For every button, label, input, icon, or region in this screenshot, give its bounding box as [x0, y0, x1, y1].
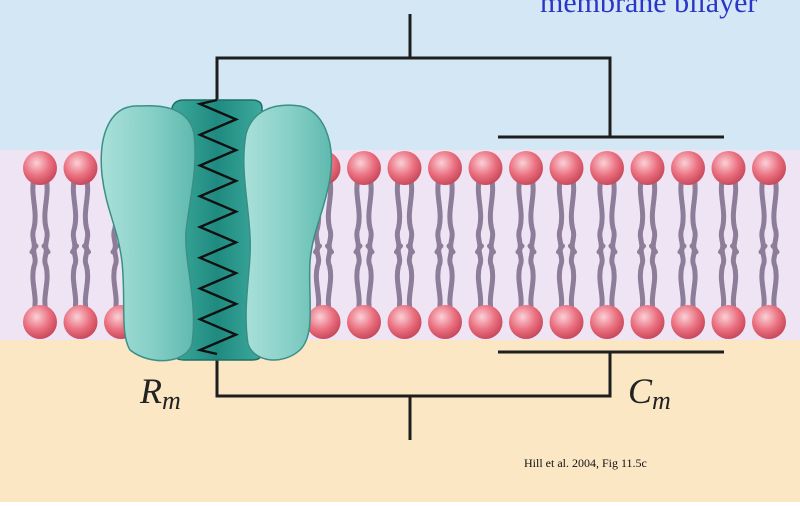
lipid-tail: [478, 246, 481, 312]
lipid-tail: [571, 246, 574, 312]
lipid-tail: [640, 246, 643, 312]
figure-caption: membrane bilayer: [540, 0, 757, 20]
lipid-head: [590, 151, 624, 185]
lipid-head: [64, 305, 98, 339]
lipid-head: [550, 151, 584, 185]
lipid-head: [347, 151, 381, 185]
resistance-subscript: m: [162, 386, 181, 415]
lipid-tail: [652, 246, 655, 312]
lipid-head: [752, 305, 786, 339]
lipid-tail: [773, 246, 776, 312]
lipid-tail: [559, 246, 562, 312]
lipid-head: [712, 305, 746, 339]
lipid-tail: [490, 246, 493, 312]
lipid-tail: [733, 246, 736, 312]
lipid-tail: [519, 246, 522, 312]
lipid-head: [23, 151, 57, 185]
lipid-head: [509, 151, 543, 185]
lipid-head: [469, 305, 503, 339]
lipid-tail: [611, 246, 614, 312]
lipid-tail: [85, 246, 88, 312]
lipid-tail: [316, 246, 319, 312]
lipid-head: [23, 305, 57, 339]
lipid-tail: [397, 246, 400, 312]
lipid-head: [631, 151, 665, 185]
lipid-head: [347, 305, 381, 339]
lipid-tail: [449, 246, 452, 312]
lipid-head: [469, 151, 503, 185]
resistance-symbol: R: [140, 371, 162, 411]
lipid-tail: [692, 246, 695, 312]
capacitance-label: Cm: [628, 370, 671, 416]
lipid-tail: [530, 246, 533, 312]
lipid-tail: [681, 246, 684, 312]
capacitance-symbol: C: [628, 371, 652, 411]
intracellular-region: [0, 340, 800, 502]
lipid-tail: [762, 246, 765, 312]
lipid-tail: [721, 246, 724, 312]
lipid-tail: [44, 246, 47, 312]
capacitance-subscript: m: [652, 386, 671, 415]
lipid-head: [550, 305, 584, 339]
lipid-tail: [409, 246, 412, 312]
lipid-head: [631, 305, 665, 339]
lipid-tail: [73, 246, 76, 312]
ion-channel-protein: [101, 100, 331, 361]
lipid-tail: [33, 246, 36, 312]
lipid-head: [590, 305, 624, 339]
lipid-head: [752, 151, 786, 185]
lipid-head: [509, 305, 543, 339]
lipid-tail: [357, 246, 360, 312]
resistance-label: Rm: [140, 370, 181, 416]
lipid-tail: [438, 246, 441, 312]
lipid-tail: [368, 246, 371, 312]
source-citation: Hill et al. 2004, Fig 11.5c: [524, 456, 647, 471]
lipid-head: [307, 305, 341, 339]
lipid-head: [388, 151, 422, 185]
lipid-tail: [114, 246, 117, 312]
lipid-head: [428, 305, 462, 339]
lipid-head: [428, 151, 462, 185]
lipid-head: [671, 305, 705, 339]
lipid-head: [671, 151, 705, 185]
lipid-tail: [600, 246, 603, 312]
lipid-tail: [328, 246, 331, 312]
lipid-head: [64, 151, 98, 185]
lipid-head: [388, 305, 422, 339]
lipid-head: [712, 151, 746, 185]
